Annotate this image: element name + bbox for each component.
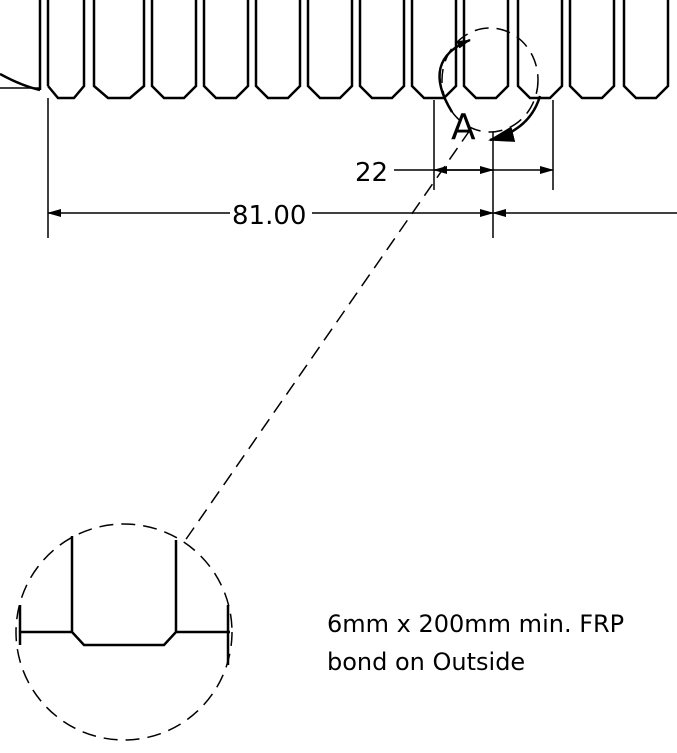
detail-label: A [451, 107, 476, 148]
detail-leader [181, 129, 471, 546]
dimension-groove-value: 22 [355, 158, 388, 188]
note-line-1: 6mm x 200mm min. FRP [327, 610, 624, 638]
pipe-profile [0, 0, 670, 100]
note-text: 6mm x 200mm min. FRP bond on Outside [327, 610, 624, 676]
dimension-groove: 22 [355, 158, 554, 188]
detail-view [15, 523, 233, 741]
dimension-overall: 81.00 [47, 201, 677, 231]
dimension-overall-value: 81.00 [232, 201, 306, 231]
note-line-2: bond on Outside [327, 648, 525, 676]
detail-callout-a [438, 27, 542, 142]
